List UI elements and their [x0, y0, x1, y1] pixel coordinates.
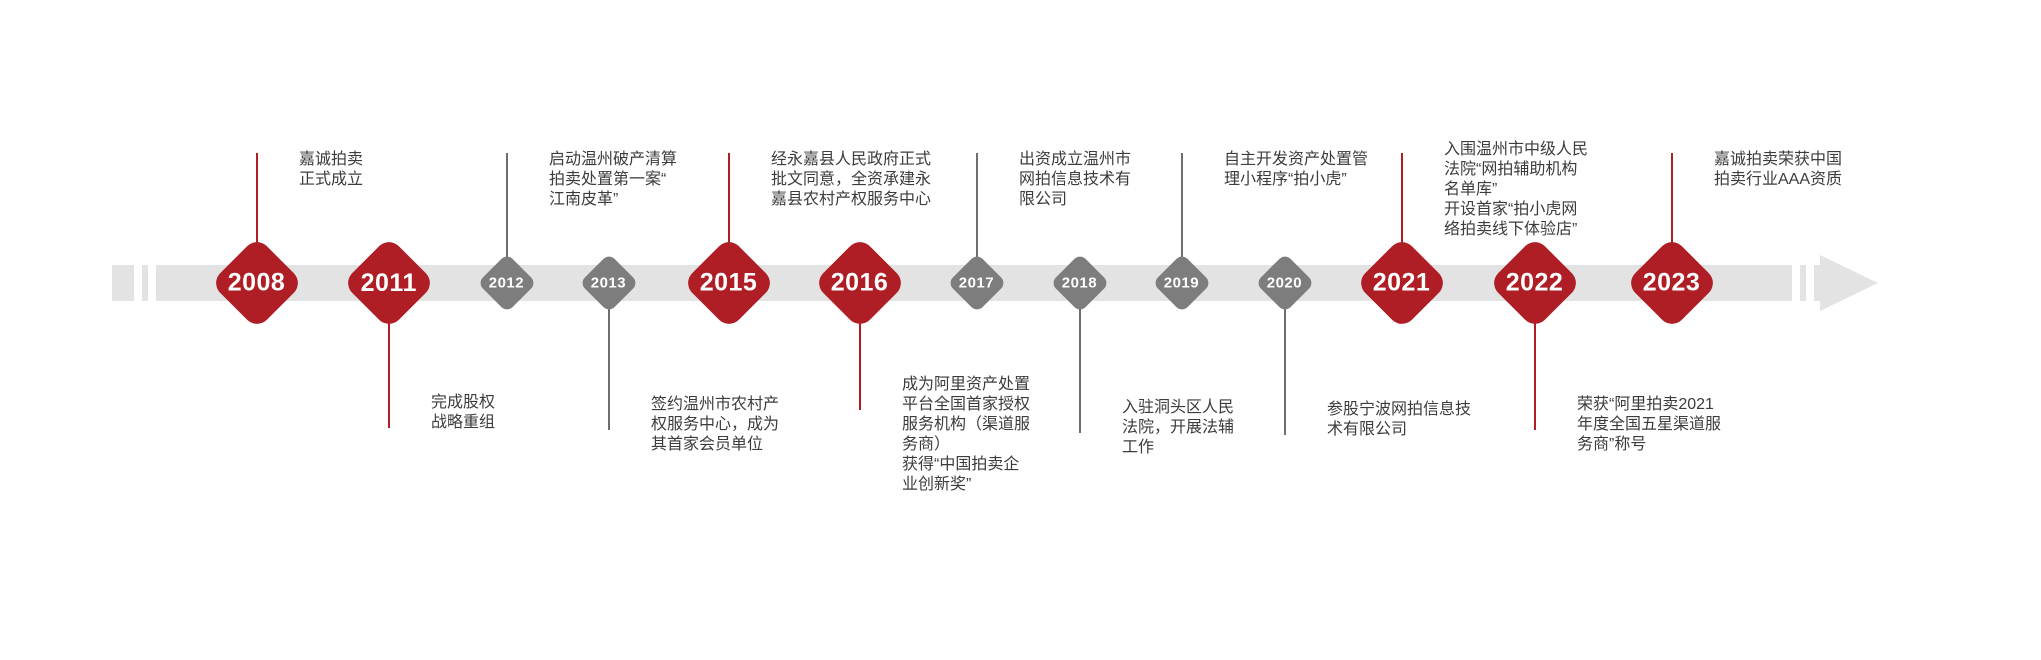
year-diamond: 2012 — [477, 253, 537, 313]
connector-line — [976, 153, 978, 283]
connector-line — [1181, 153, 1183, 283]
event-description: 自主开发资产处置管 理小程序“拍小虎” — [1224, 151, 1369, 188]
connector-line — [506, 153, 508, 283]
connector-line — [256, 153, 258, 283]
year-diamond: 2021 — [1355, 236, 1449, 330]
year-label: 2012 — [489, 274, 525, 292]
event-description: 嘉诚拍卖 正式成立 — [299, 151, 364, 188]
event-description: 参股宁波网拍信息技 术有限公司 — [1327, 401, 1472, 438]
year-diamond: 2023 — [1625, 236, 1719, 330]
connector-line — [859, 283, 861, 410]
band-gap — [148, 262, 156, 304]
year-label: 2021 — [1373, 268, 1431, 297]
year-diamond: 2018 — [1050, 253, 1110, 313]
connector-line — [1534, 283, 1536, 430]
event-description: 荣获“阿里拍卖2021 年度全国五星渠道服 务商”称号 — [1577, 396, 1722, 453]
year-diamond: 2017 — [947, 253, 1007, 313]
event-description: 启动温州破产清算 拍卖处置第一案“ 江南皮革” — [549, 151, 678, 208]
event-description: 成为阿里资产处置 平台全国首家授权 服务机构（渠道服 务商） 获得“中国拍卖企 … — [902, 376, 1031, 493]
year-label: 2018 — [1062, 274, 1098, 292]
band-gap — [1806, 262, 1814, 304]
connector-line — [608, 283, 610, 430]
year-diamond: 2016 — [813, 236, 907, 330]
band-gap — [134, 262, 142, 304]
connector-line — [1284, 283, 1286, 435]
year-label: 2008 — [228, 268, 286, 297]
connector-line — [1079, 283, 1081, 433]
band-gap — [1792, 262, 1800, 304]
year-label: 2019 — [1164, 274, 1200, 292]
event-description: 完成股权 战略重组 — [431, 394, 496, 431]
year-diamond: 2011 — [342, 236, 436, 330]
year-label: 2013 — [591, 274, 627, 292]
year-diamond: 2019 — [1152, 253, 1212, 313]
event-description: 经永嘉县人民政府正式 批文同意，全资承建永 嘉县农村产权服务中心 — [771, 151, 932, 208]
event-description: 签约温州市农村产 权服务中心，成为 其首家会员单位 — [651, 396, 780, 453]
year-label: 2022 — [1506, 268, 1564, 297]
year-diamond: 2008 — [210, 236, 304, 330]
year-label: 2011 — [360, 268, 418, 297]
connector-line — [1671, 153, 1673, 283]
event-description: 嘉诚拍卖荣获中国 拍卖行业AAA资质 — [1714, 151, 1843, 188]
year-label: 2020 — [1267, 274, 1303, 292]
year-label: 2015 — [700, 268, 758, 297]
year-diamond: 2015 — [682, 236, 776, 330]
year-label: 2017 — [959, 274, 995, 292]
arrow-right-icon — [1820, 255, 1878, 311]
year-diamond: 2022 — [1488, 236, 1582, 330]
connector-line — [728, 153, 730, 283]
year-diamond: 2013 — [579, 253, 639, 313]
connector-line — [388, 283, 390, 428]
event-description: 入围温州市中级人民 法院“网拍辅助机构 名单库” 开设首家“拍小虎网 络拍卖线下… — [1444, 141, 1589, 238]
year-diamond: 2020 — [1255, 253, 1315, 313]
year-label: 2023 — [1643, 268, 1701, 297]
year-label: 2016 — [831, 268, 889, 297]
event-description: 出资成立温州市 网拍信息技术有 限公司 — [1019, 151, 1132, 208]
connector-line — [1401, 153, 1403, 283]
event-description: 入驻洞头区人民 法院，开展法辅 工作 — [1122, 399, 1235, 456]
